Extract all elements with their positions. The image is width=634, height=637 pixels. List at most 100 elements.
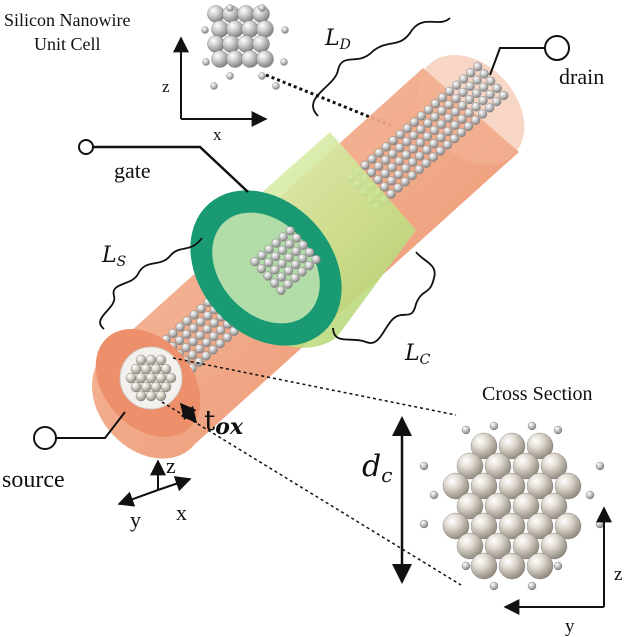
wire-atom <box>195 344 205 354</box>
triad-y-label: y <box>130 507 141 532</box>
unit-cell-x-label: x <box>213 125 222 144</box>
cross-si-atom <box>540 532 568 560</box>
wire-atom <box>181 343 191 353</box>
wire-atom <box>444 86 455 96</box>
face-atom <box>160 363 172 375</box>
wire-atom <box>292 233 302 243</box>
face-atom <box>130 381 142 393</box>
cross-si-atom <box>498 432 526 460</box>
cross-si-atom <box>526 512 554 540</box>
unit-cell-atom <box>241 20 259 38</box>
triad-z-label: z <box>166 453 176 478</box>
wire-atom <box>305 247 315 258</box>
cross-leader-top <box>172 357 457 416</box>
tox-marker: tox <box>179 402 244 440</box>
wire-atom <box>394 169 404 180</box>
wire-atom <box>401 163 411 174</box>
wire-atom <box>450 107 461 117</box>
wire-atom <box>402 137 412 147</box>
wire-atom <box>458 87 468 98</box>
cross-si-atom <box>456 492 484 520</box>
unit-cell-atom <box>211 50 229 68</box>
wire-atom <box>478 109 488 119</box>
wire-atom <box>395 129 405 140</box>
wire-atom <box>388 149 398 159</box>
wire-atom <box>464 108 474 118</box>
face-atom <box>145 372 157 384</box>
wire-atom <box>311 255 321 265</box>
cross-h-atom <box>527 581 537 591</box>
cross-si-atom <box>498 512 526 540</box>
face-atom <box>165 372 177 384</box>
cross-si-atom <box>442 472 470 500</box>
wire-atom <box>271 238 281 248</box>
wire-atom <box>276 272 287 282</box>
wire-atom <box>457 114 467 124</box>
cross-si-atom <box>484 452 512 480</box>
unit-cell-atoms <box>201 4 289 90</box>
cross-h-atom <box>461 561 471 571</box>
gate-contact <box>78 139 94 155</box>
cross-si-atom <box>526 552 554 580</box>
wire-atom <box>437 92 448 103</box>
wire-atom <box>401 150 411 160</box>
triad-x-label: x <box>176 500 187 525</box>
unit-cell-h-atom <box>258 72 266 80</box>
gate-cylinder <box>190 132 416 348</box>
wire-atom <box>189 323 199 333</box>
wire-atom <box>216 325 226 335</box>
wire-atom <box>182 329 192 339</box>
wire-atom <box>472 88 482 99</box>
lc-brace: LC <box>332 251 436 368</box>
wire-atom <box>380 168 390 179</box>
cross-h-atom <box>489 421 499 431</box>
face-atom <box>135 372 147 384</box>
unit-cell-leader <box>265 73 393 128</box>
wire-atom <box>367 154 377 164</box>
wire-atom <box>473 62 483 72</box>
face-atom <box>160 381 172 393</box>
cross-h-atom <box>527 421 537 431</box>
cross-y-label: y <box>565 616 575 637</box>
wire-atom <box>269 278 280 288</box>
triad-axes: z y x <box>117 453 192 532</box>
cross-z-label: z <box>614 564 622 585</box>
face-atom <box>135 354 147 366</box>
unit-cell-atom <box>226 50 244 68</box>
wire-atom <box>486 76 496 86</box>
face-atom <box>155 372 167 384</box>
source-label: source <box>2 467 65 493</box>
wire-atom <box>393 183 403 193</box>
unit-cell-h-atom <box>280 58 288 66</box>
wire-atom <box>422 145 432 155</box>
wire-atom <box>472 75 482 85</box>
cross-h-atom <box>585 490 595 500</box>
drain-contact <box>544 35 570 61</box>
wire-atom <box>456 127 467 138</box>
gate-terminal: gate <box>78 139 249 193</box>
cross-si-atom <box>512 492 540 520</box>
wire-atom <box>374 161 384 171</box>
wire-atom <box>174 335 185 346</box>
wire-atom <box>402 123 412 133</box>
face-atom <box>150 363 162 375</box>
face-atom <box>135 390 147 402</box>
wire-atom <box>422 131 432 142</box>
cross-si-atom <box>526 432 554 460</box>
wire-atom <box>430 99 441 109</box>
cross-h-atom <box>595 461 605 471</box>
cross-si-atom <box>456 452 484 480</box>
wire-atom <box>414 164 424 175</box>
wire-atom <box>470 115 481 125</box>
cross-h-atom <box>489 581 499 591</box>
wire-atom <box>195 330 205 340</box>
wire-atom <box>428 152 438 162</box>
wire-atom <box>423 118 433 128</box>
face-atom <box>145 354 157 366</box>
unit-cell-atom <box>207 35 225 53</box>
wire-atom <box>409 117 419 127</box>
wire-atom <box>209 318 219 328</box>
source-terminal: source <box>2 411 126 493</box>
wire-atom <box>387 176 397 186</box>
